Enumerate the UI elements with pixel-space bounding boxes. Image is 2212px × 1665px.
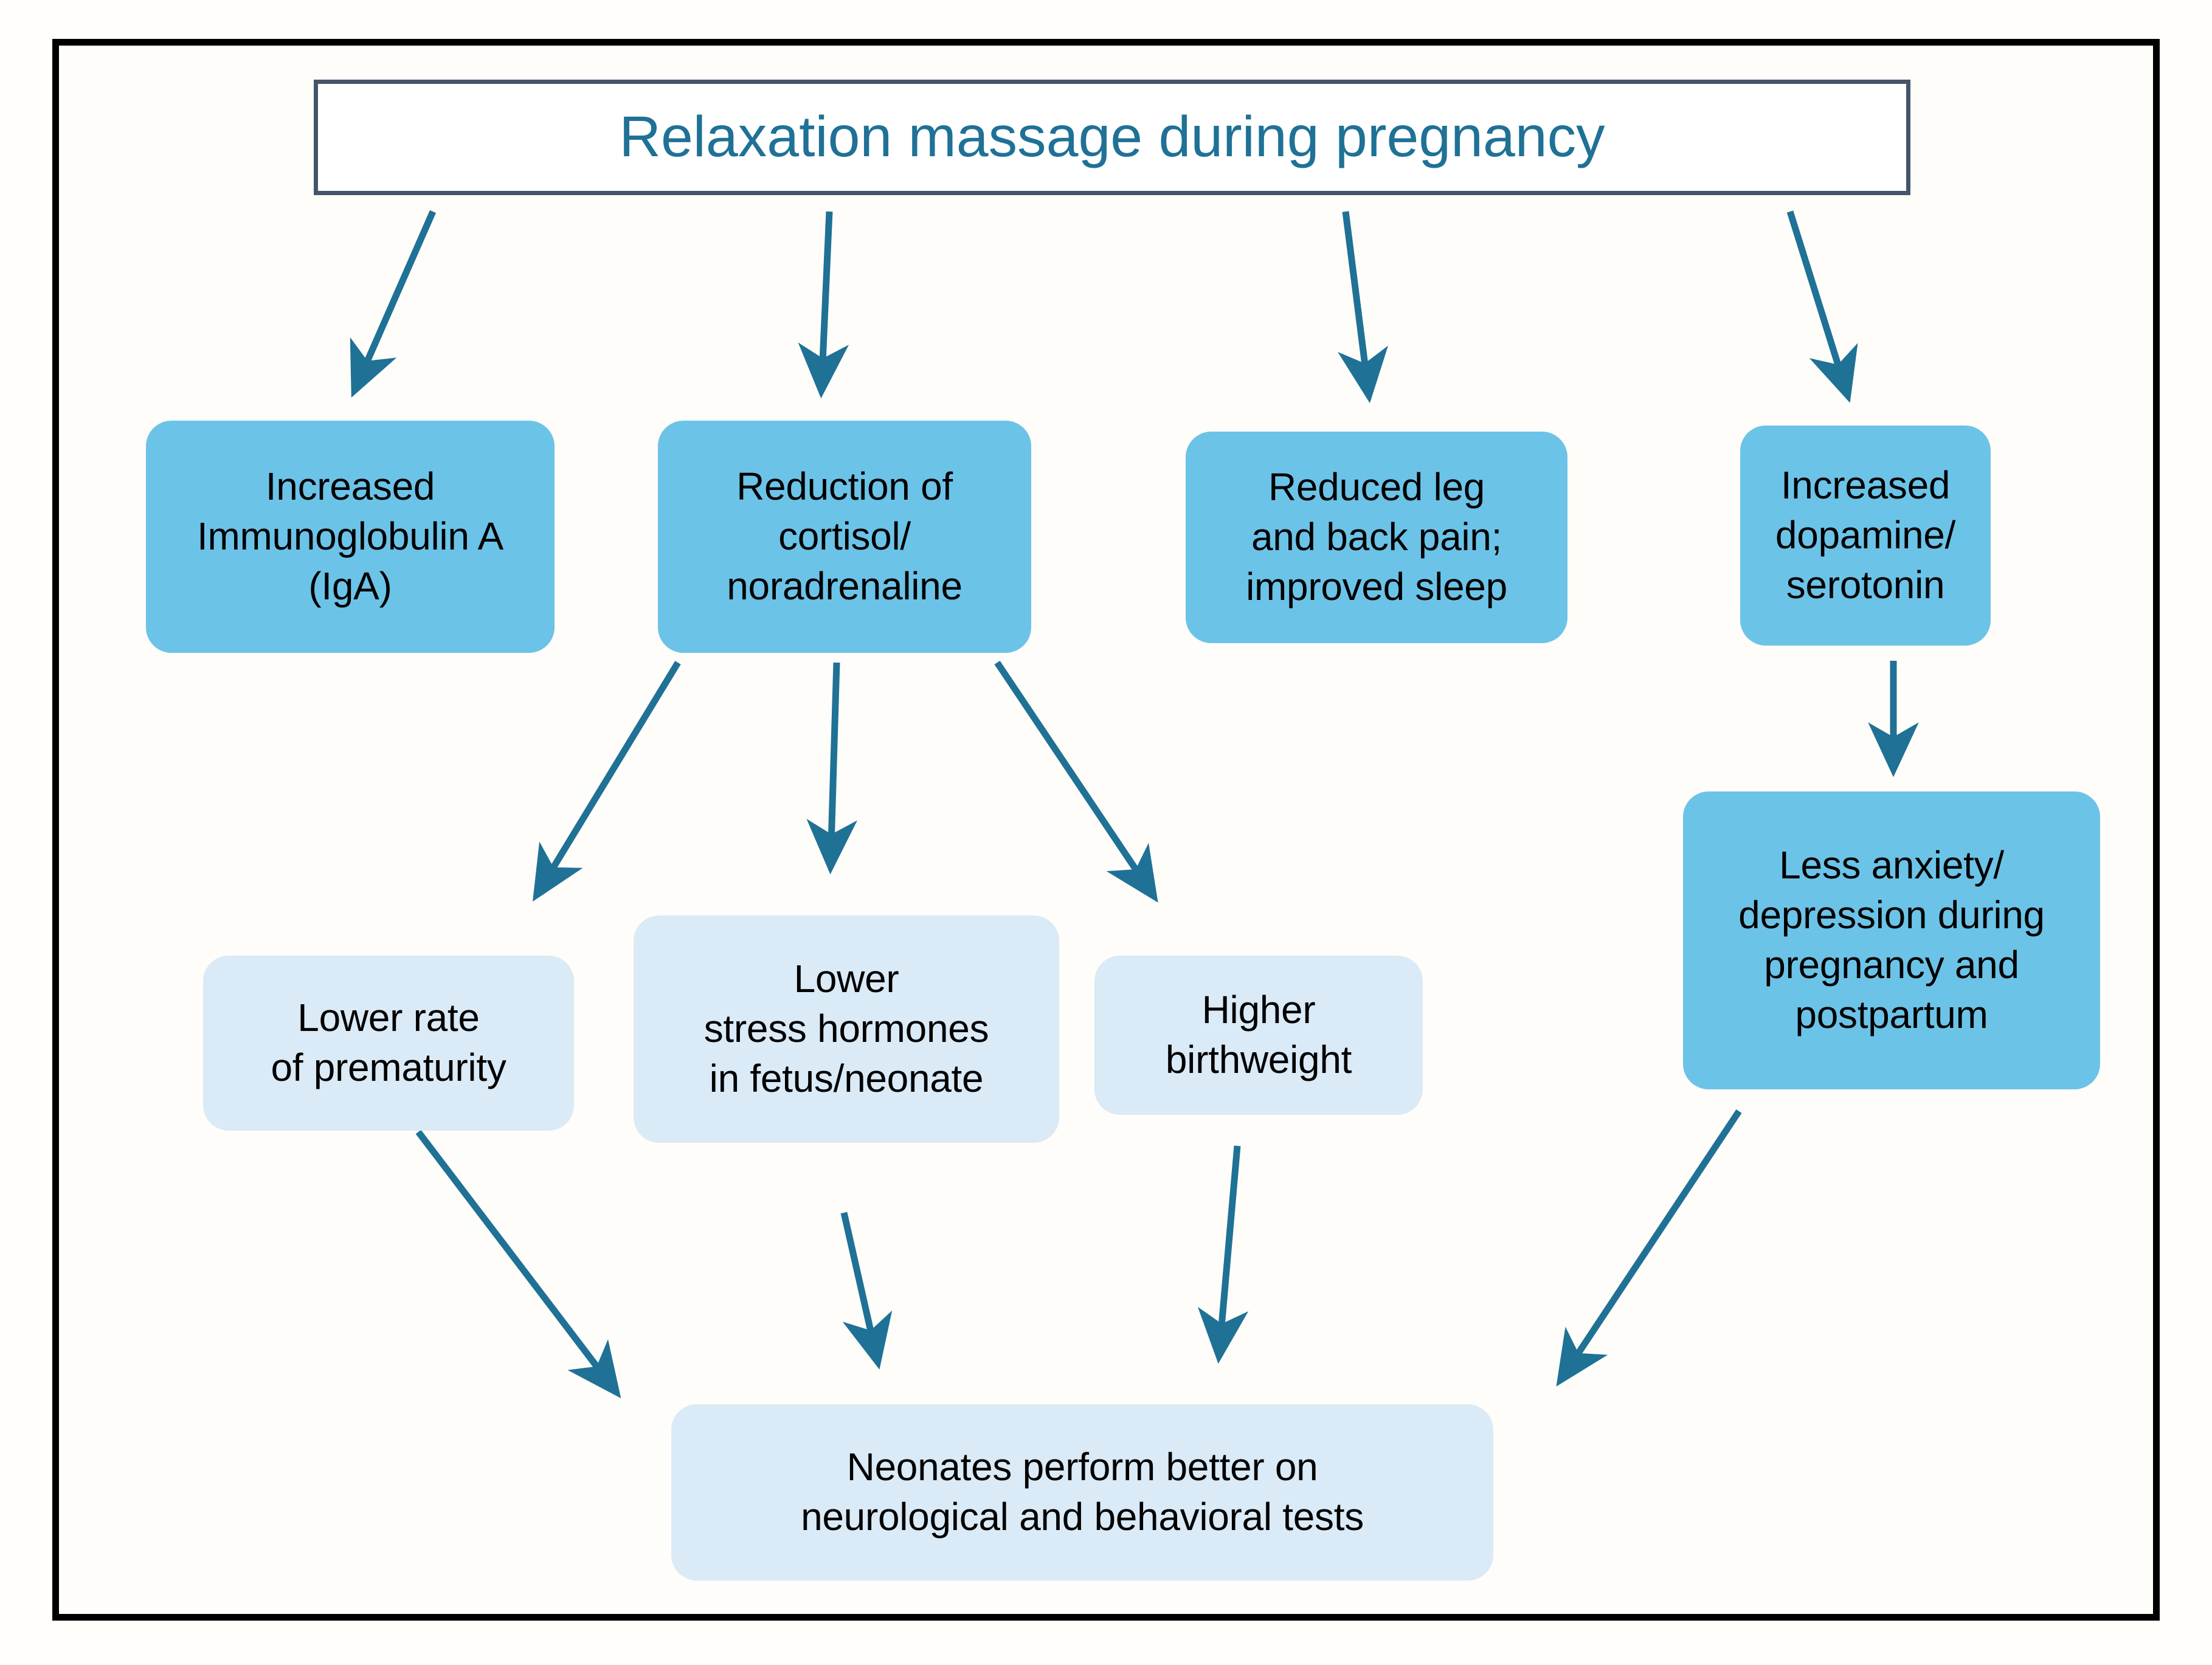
node-neonates-perform-better[interactable]: Neonates perform better on neurological …: [671, 1404, 1493, 1581]
node-less-anxiety[interactable]: Less anxiety/ depression during pregnanc…: [1683, 791, 2100, 1089]
title-box: Relaxation massage during pregnancy: [314, 80, 1910, 195]
node-reduced-pain-sleep[interactable]: Reduced leg and back pain; improved slee…: [1186, 432, 1567, 643]
node-lower-prematurity[interactable]: Lower rate of prematurity: [203, 956, 574, 1131]
node-increased-dopamine[interactable]: Increased dopamine/ serotonin: [1740, 426, 1991, 646]
node-higher-birthweight[interactable]: Higher birthweight: [1094, 956, 1423, 1115]
node-lower-stress-hormones[interactable]: Lower stress hormones in fetus/neonate: [634, 915, 1059, 1143]
node-reduction-cortisol[interactable]: Reduction of cortisol/ noradrenaline: [658, 421, 1031, 653]
node-increased-iga[interactable]: Increased Immunoglobulin A (IgA): [146, 421, 555, 653]
